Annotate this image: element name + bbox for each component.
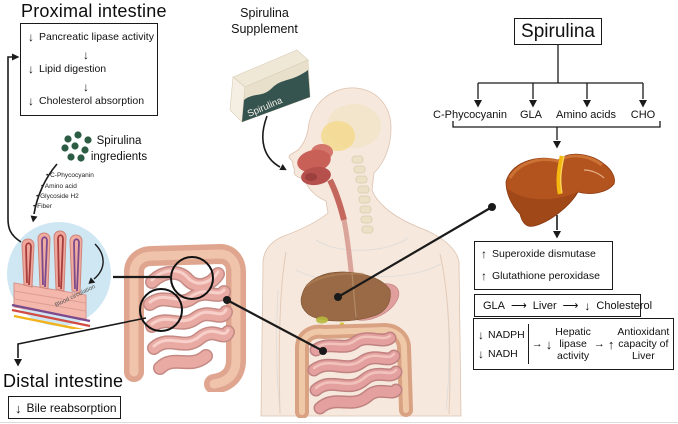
gla-via: Liver [532,299,557,312]
component-label-cho: CHO [630,109,656,121]
spirulina-ingredients-label: Spirulina ingredients [90,135,148,163]
enzyme-2: Glutathione peroxidase [492,270,600,282]
ingredient-item: • C-Phycocyanin [46,172,94,179]
down-arrow-icon: ↓ [15,400,22,416]
down-arrow-icon: ↓ [28,30,34,44]
enzyme-1: Superoxide dismutase [492,248,596,260]
down-arrow-icon: ↓ [545,336,553,352]
bracket-shape [527,324,529,364]
proximal-step-1: Pancreatic lipase activity [39,31,154,43]
down-arrow-icon: ↓ [28,62,34,76]
down-arrow-icon: ↓ [83,80,89,94]
down-arrow-icon: ↓ [478,327,484,342]
liver-illustration [505,153,615,227]
up-arrow-icon: ↑ [607,336,615,352]
spirulina-title-box: Spirulina [514,18,602,45]
ingredient-item: • Fiber [33,203,52,210]
bile-reabsorption-box: ↓ Bile reabsorption [8,396,121,419]
gla-pathway-box: GLA ⟶ Liver ⟶ ↓ Cholesterol [474,294,652,317]
up-arrow-icon: ↑ [481,269,487,283]
right-arrow-icon: → [531,338,543,350]
proximal-effects-box: ↓ Pancreatic lipase activity ↓ ↓ Lipid d… [20,23,158,116]
component-label-phycocyanin: C-Phycocyanin [433,109,507,121]
distal-effect: Bile reabsorption [26,401,117,415]
input-nadph: NADPH [488,328,525,341]
distal-intestine-title: Distal intestine [3,371,124,391]
right-arrow-icon: ⟶ [562,300,579,312]
supplement-box-illustration: Spirulina [229,49,311,123]
gla-end: Cholesterol [596,299,653,312]
ingredient-item: • Amino acid [41,183,77,190]
proximal-intestine-title: Proximal intestine [21,1,167,21]
down-arrow-icon: ↓ [478,346,484,361]
antioxidant-enzymes-box: ↑ Superoxide dismutase ↑ Glutathione per… [474,241,613,290]
up-arrow-icon: ↑ [481,247,487,261]
supplement-label: Spirulina Supplement [231,6,298,37]
down-arrow-icon: ↓ [28,94,34,108]
intestine-illustration [124,243,246,392]
component-label-gla: GLA [519,109,543,121]
down-arrow-icon: ↓ [584,298,591,313]
proximal-step-3: Cholesterol absorption [39,95,145,107]
proximal-step-2: Lipid digestion [39,63,107,75]
villi-illustration: Blood circulation [7,222,111,329]
input-nadh: NADH [488,347,518,360]
ingredient-item: • Glycoside H2 [36,193,79,200]
down-arrow-icon: ↓ [83,48,89,62]
gla-start: GLA [483,299,506,312]
right-arrow-icon: → [593,338,605,350]
bottom-divider [0,422,678,423]
distal-highlight-circle [139,288,183,332]
spirulina-ingredients-dots-icon [61,131,92,162]
human-body-illustration [260,87,462,418]
component-label-amino-acids: Amino acids [556,109,616,121]
right-arrow-icon: ⟶ [511,300,527,312]
